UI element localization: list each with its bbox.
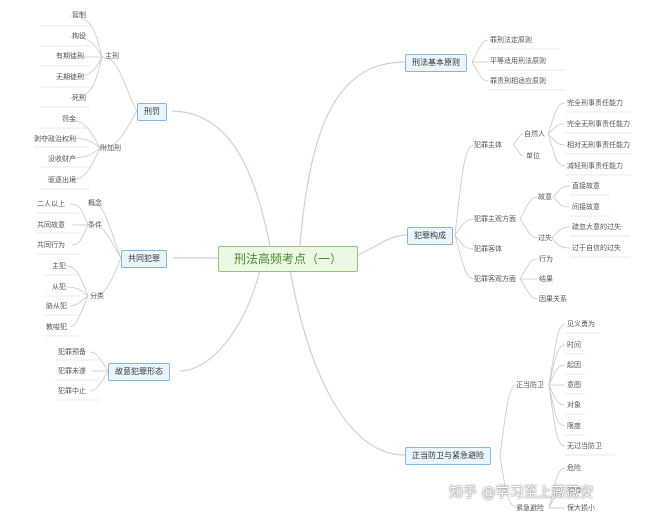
joint-class-item: 教唆犯 [46,323,67,331]
capacity-item: 完全刑事责任能力 [567,99,623,107]
connector-center-penalty [171,110,271,247]
penalty-main-label: 主刑 [105,52,119,60]
penalty-main-item: 无期徒刑 [56,73,84,81]
penalty-extra-item: 没收财产 [48,155,76,163]
connector-center-forms [179,269,261,372]
subjective-negligence: 过失 [538,234,552,242]
watermark-text: 知乎 @学习至上薇薇安 [449,485,594,501]
principle-item: 罪刑法定原则 [490,36,532,44]
self-defense-item: 起因 [567,361,581,369]
capacity-item: 减轻刑事责任能力 [567,162,623,170]
subject-unit: 单位 [526,152,540,160]
self-defense-item: 时间 [567,341,581,349]
joint-class-label: 分类 [90,292,104,300]
penalty-extra-item: 驱逐出境 [48,176,76,184]
joint-condition-label: 条件 [88,221,102,229]
composition-object: 犯罪客体 [474,245,502,253]
joint-class-item: 胁从犯 [46,302,67,310]
negligence-item: 过于自信的过失 [572,244,621,252]
branch-defense-necessity[interactable]: 正当防卫与紧急避险 [405,447,491,465]
joint-class-item: 从犯 [52,283,66,291]
connector-center-composition [355,234,408,257]
subject-natural-person: 自然人 [524,130,545,138]
necessity-label: 紧急避险 [516,504,544,512]
branch-joint-crime[interactable]: 共同犯罪 [121,250,167,268]
principle-item: 罪责刑相适应原则 [490,77,546,85]
branch-penalty[interactable]: 刑罚 [137,103,167,121]
composition-subjective: 犯罪主观方面 [474,215,516,223]
intent-item: 直接故意 [572,182,600,190]
self-defense-item: 意图 [567,381,581,389]
branch-crime-composition[interactable]: 犯罪构成 [407,227,453,245]
objective-item: 因果关系 [539,295,567,303]
self-defense-item: 见义勇为 [567,320,595,328]
forms-item: 犯罪中止 [58,387,86,395]
intent-item: 间接故意 [572,203,600,211]
central-topic[interactable]: 刑法高频考点（一） [218,246,358,272]
branch-crime-forms[interactable]: 故意犯罪形态 [108,363,170,381]
necessity-item: 保大损小 [567,504,595,512]
joint-condition-item: 二人以上 [37,200,65,208]
joint-condition-item: 共同行为 [37,241,65,249]
penalty-extra-item: 罚金 [62,115,76,123]
capacity-item: 相对无刑事责任能力 [567,141,630,149]
joint-class-item: 主犯 [52,262,66,270]
joint-concept-label: 概念 [88,199,102,207]
capacity-item: 完全无刑事责任能力 [567,120,630,128]
self-defense-label: 正当防卫 [516,381,544,389]
branch-principles[interactable]: 刑法基本原则 [405,54,467,72]
forms-item: 犯罪未遂 [58,367,86,375]
self-defense-item: 限度 [567,422,581,430]
necessity-item: 危险 [567,464,581,472]
penalty-main-item: 管制 [72,11,86,19]
penalty-main-item: 拘役 [72,32,86,40]
penalty-main-item: 有期徒刑 [56,52,84,60]
negligence-item: 疏忽大意的过失 [572,223,621,231]
penalty-main-item: 死刑 [72,94,86,102]
joint-condition-item: 共同故意 [37,221,65,229]
objective-item: 行为 [539,255,553,263]
self-defense-item: 对象 [567,401,581,409]
forms-item: 犯罪预备 [58,348,86,356]
connector-center-defense [289,269,406,456]
necessity-item: 避险 [567,486,581,494]
principle-item: 平等适用刑法原则 [490,57,546,65]
penalty-extra-item: 剥夺政治权利 [34,135,76,143]
composition-objective: 犯罪客观方面 [474,275,516,283]
connector-center-principles [299,61,406,247]
penalty-extra-label: 附加刑 [100,144,121,152]
subjective-intent: 故意 [538,193,552,201]
objective-item: 结果 [539,275,553,283]
composition-subject: 犯罪主体 [474,141,502,149]
self-defense-item: 无过当防卫 [567,442,602,450]
